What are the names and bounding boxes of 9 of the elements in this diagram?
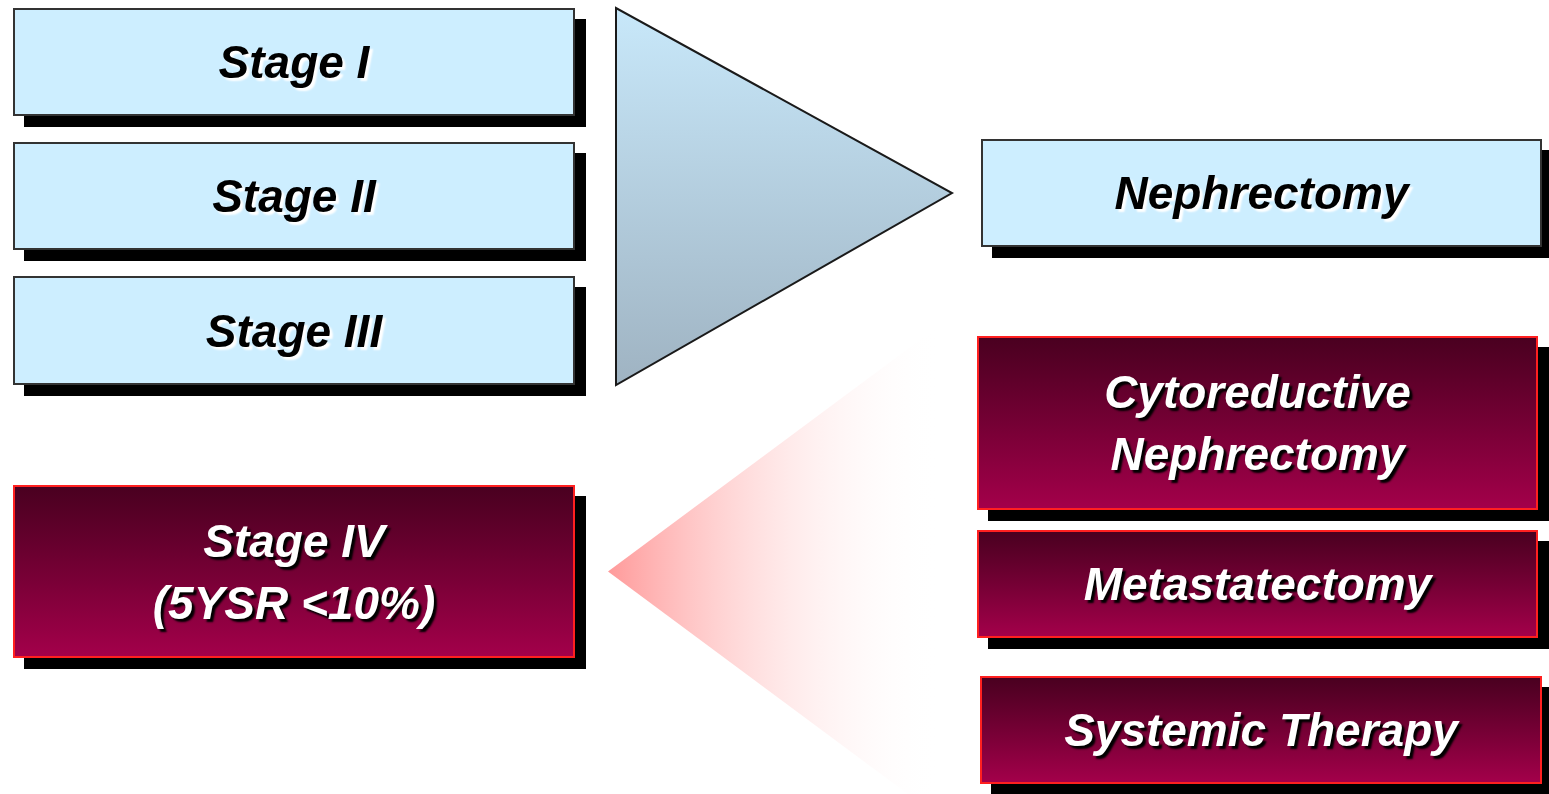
box-label: (5YSR <10%): [152, 575, 436, 631]
box-label: Metastatectomy: [1083, 557, 1432, 612]
box-label: Nephrectomy: [1114, 166, 1409, 221]
box-label: Cytoreductive Nephrectomy: [1103, 365, 1412, 482]
box-label: Systemic Therapy: [1064, 703, 1458, 758]
box-label: Stage I: [218, 35, 370, 90]
box-label: Stage II: [212, 169, 376, 224]
wedge-arrow: [615, 6, 955, 387]
box-label: Stage III: [205, 303, 383, 359]
